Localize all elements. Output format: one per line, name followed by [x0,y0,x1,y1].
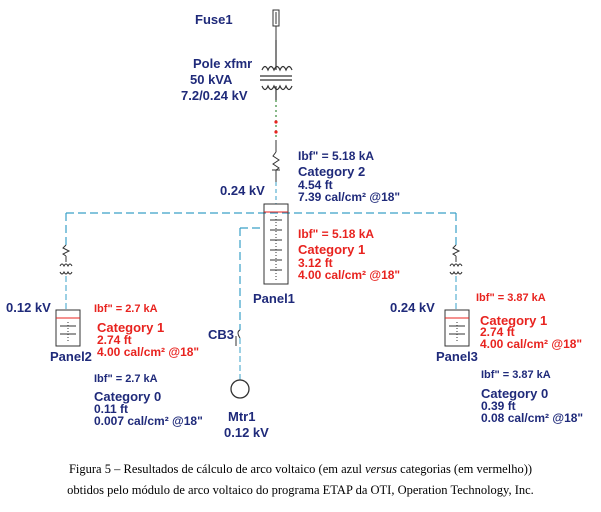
cb3-motor-branch [230,329,250,399]
panel3-blue-distance: 0.39 ft [481,399,516,413]
panel3-blue-ibf: Ibf" = 3.87 kA [481,369,551,381]
panel2-branch [55,244,81,347]
panel2-red-energy: 4.00 cal/cm² @18" [97,345,200,359]
main-bus-voltage: 0.24 kV [220,183,265,198]
panel3-red-energy: 4.00 cal/cm² @18" [480,337,583,351]
transformer-voltage: 7.2/0.24 kV [181,88,248,103]
panel3-red-ibf: Ibf" = 3.87 kA [476,292,546,304]
panel2-name: Panel2 [50,349,92,364]
panel1-symbol [263,203,289,285]
panel2-blue-category: Category 0 [94,389,162,404]
panel3-red-category: Category 1 [480,313,548,328]
panel2-blue-energy: 0.007 cal/cm² @18" [94,414,203,428]
panel1-red-ibf: Ibf" = 5.18 kA [298,227,375,241]
panel1-blue-energy: 7.39 cal/cm² @18" [298,190,401,204]
fuse-label: Fuse1 [195,12,233,27]
panel3-branch [444,244,470,347]
panel1-blue-ibf: Ibf" = 5.18 kA [298,149,375,163]
panel2-red-ibf: Ibf" = 2.7 kA [94,303,158,315]
motor-voltage: 0.12 kV [224,425,269,440]
caption-line1-part2: categorias (em vermelho)) [397,462,533,476]
panel1-name: Panel1 [253,291,295,306]
panel3-red-distance: 2.74 ft [480,325,515,339]
panel2-red-category: Category 1 [97,320,165,335]
fuse-symbol [272,9,280,40]
motor-name: Mtr1 [228,409,256,424]
panel1-red-energy: 4.00 cal/cm² @18" [298,268,401,282]
panel2-blue-distance: 0.11 ft [94,402,129,416]
caption-line1-part1: Figura 5 – Resultados de cálculo de arco… [68,462,366,476]
figure-caption-line1: Figura 5 – Resultados de cálculo de arco… [0,463,601,476]
panel1-red-distance: 3.12 ft [298,256,333,270]
panel3-voltage: 0.24 kV [390,300,435,315]
main-breaker-symbol [272,140,280,204]
panel3-blue-category: Category 0 [481,386,549,401]
cb3-label: CB3 [208,327,235,342]
panel1-red-category: Category 1 [298,242,366,257]
panel3-blue-energy: 0.08 cal/cm² @18" [481,411,584,425]
feeder-connection [274,100,278,140]
panel2-blue-ibf: Ibf" = 2.7 kA [94,373,158,385]
transformer-symbol [260,40,293,100]
panel3-name: Panel3 [436,349,478,364]
transformer-name: Pole xfmr [193,56,253,71]
caption-line1-italic: versus [365,462,398,476]
panel1-blue-distance: 4.54 ft [298,178,333,192]
panel2-voltage: 0.12 kV [6,300,51,315]
panel1-blue-category: Category 2 [298,164,366,179]
panel2-red-distance: 2.74 ft [97,333,132,347]
transformer-rating: 50 kVA [190,72,233,87]
main-bus [65,212,457,330]
figure-caption-line2: obtidos pelo módulo de arco voltaico do … [67,483,534,497]
